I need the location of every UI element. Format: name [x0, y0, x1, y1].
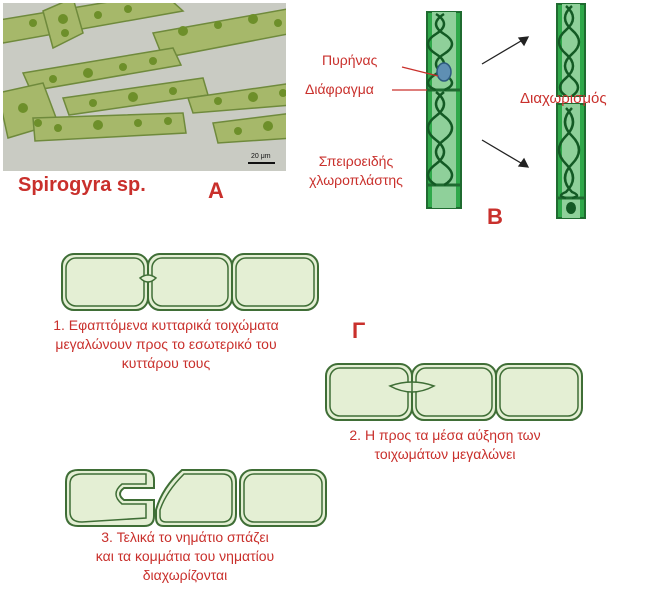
nucleus-pointer [401, 66, 439, 77]
step-3-cells [65, 469, 327, 527]
separation-label: Διαχωρισμός [520, 90, 607, 107]
micrograph-panel: 20 μm [3, 3, 286, 171]
scale-bar-label: 20 μm [251, 153, 271, 160]
step-3-caption: 3. Τελικά το νημάτιο σπάζει και τα κομμά… [95, 529, 275, 583]
filament-diagram [392, 3, 586, 219]
nucleus-label: Πυρήνας [322, 52, 378, 68]
separation-arrows [481, 36, 530, 168]
species-name: Spirogyra sp. [18, 174, 146, 196]
step-2-caption: 2. Η προς τα μέσα αύξηση των τοιχωμάτων … [349, 427, 541, 462]
separated-filament-bottom [556, 103, 586, 219]
step-2-cells [325, 363, 583, 421]
panel-b-letter: B [487, 204, 503, 229]
spirogyra-micrograph [3, 3, 286, 171]
separated-filament-top [556, 3, 586, 98]
panel-a-letter: A [208, 178, 224, 203]
chloroplast-label: Σπειροειδής χλωροπλάστης [309, 153, 403, 188]
step-1-caption: 1. Εφαπτόμενα κυτταρικά τοιχώματα μεγαλώ… [53, 317, 279, 371]
panel-c-letter: Γ [352, 318, 366, 343]
septum-label: Διάφραγμα [305, 81, 374, 97]
intact-filament [426, 11, 462, 209]
step-1-cells [61, 253, 319, 311]
